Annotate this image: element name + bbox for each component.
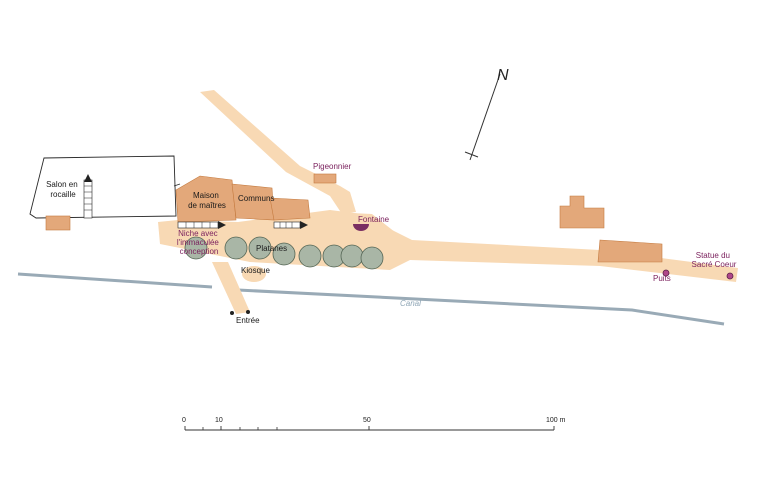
platane-tree bbox=[360, 246, 384, 270]
canal-line-west bbox=[17, 272, 213, 289]
kiosque-label: Kiosque bbox=[241, 266, 270, 275]
kiosque-ground bbox=[242, 266, 266, 282]
platane-tree bbox=[298, 244, 322, 268]
entree-label: Entrée bbox=[236, 316, 260, 325]
salon-stair-arrow bbox=[83, 174, 93, 219]
allee-stair-arrow bbox=[273, 221, 308, 229]
salon-label: Salon en rocaille bbox=[46, 180, 80, 199]
scale-tick-0: 0 bbox=[182, 417, 186, 424]
east-building-large bbox=[597, 239, 663, 263]
scale-tick-10: 10 bbox=[215, 417, 223, 424]
platane-tree bbox=[224, 236, 248, 260]
entrance-path bbox=[212, 262, 250, 314]
scale-tick-100: 100 m bbox=[546, 417, 566, 424]
platane-tree bbox=[248, 236, 272, 260]
entree-gate-post bbox=[230, 311, 234, 315]
statue-label: Statue du Sacré Coeur bbox=[692, 251, 737, 269]
platanes-label: Platanes bbox=[256, 244, 287, 253]
north-arrow: N bbox=[464, 67, 509, 161]
puits-label: Puits bbox=[653, 274, 671, 283]
puits-marker bbox=[662, 269, 670, 277]
canal-line-east bbox=[237, 288, 725, 326]
pigeonnier-label: Pigeonnier bbox=[313, 162, 352, 171]
fontaine-basin bbox=[353, 224, 369, 231]
statue-marker bbox=[726, 272, 734, 280]
platane-tree bbox=[340, 244, 364, 268]
canal-label: Canal bbox=[400, 299, 421, 308]
entree-gate-post bbox=[246, 310, 250, 314]
communs-east-wing bbox=[269, 197, 311, 221]
fontaine-label: Fontaine bbox=[358, 215, 390, 224]
salon-annex bbox=[45, 215, 71, 231]
platanes-row bbox=[184, 236, 384, 270]
maison-label: Maison de maîtres bbox=[188, 191, 226, 210]
scale-tick-50: 50 bbox=[363, 417, 371, 424]
scale-bar: 0 10 50 100 m bbox=[182, 417, 566, 431]
communs-label: Communs bbox=[238, 194, 274, 203]
pigeonnier-building bbox=[313, 173, 337, 184]
north-label: N bbox=[497, 67, 509, 84]
niche-label: Niche avec l'immaculée conception bbox=[177, 229, 221, 256]
east-building-small bbox=[559, 195, 605, 229]
platane-tree bbox=[184, 236, 208, 260]
platane-tree bbox=[272, 242, 296, 266]
terrace-stair-arrow bbox=[177, 221, 226, 229]
salon-inner-line bbox=[173, 183, 181, 187]
